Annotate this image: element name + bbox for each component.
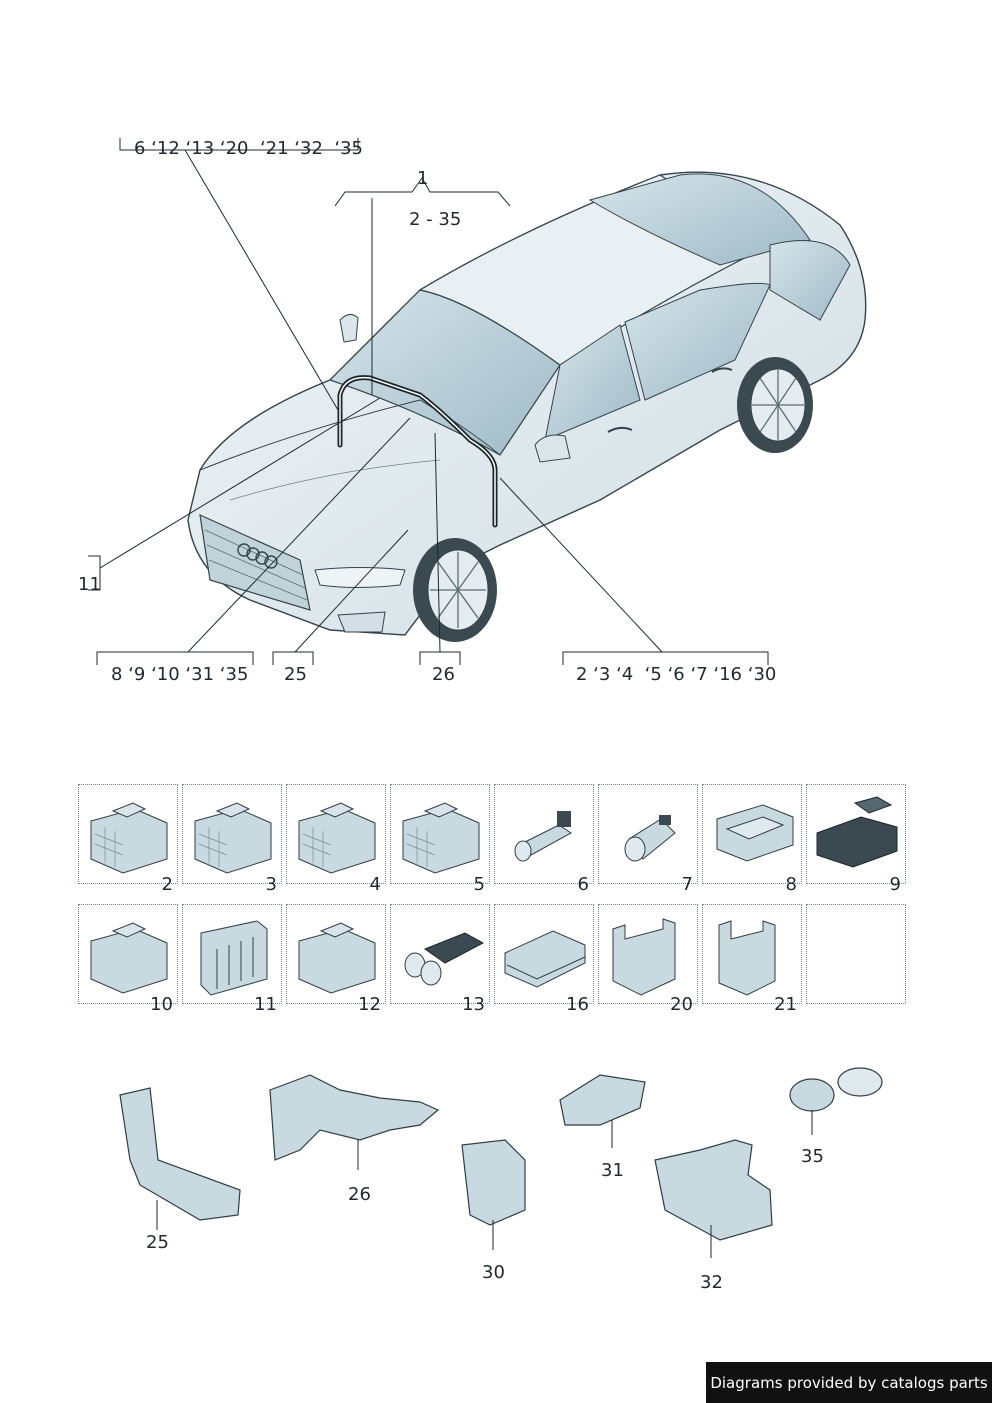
fog-light [337, 611, 386, 633]
door-handle-front [607, 426, 633, 433]
socket-connector-icon [624, 815, 676, 862]
part-label-32: 32 [700, 1272, 723, 1293]
attribution-badge: Diagrams provided by catalogs parts [706, 1362, 992, 1403]
pin-header-icon [200, 920, 268, 996]
callout-bottom-c: 26 [432, 664, 455, 685]
part-label-31: 31 [601, 1160, 624, 1181]
part-cell[interactable]: 13 [390, 904, 490, 1015]
part-cell[interactable]: 16 [494, 904, 594, 1015]
car-illustration [88, 138, 867, 665]
part-cell-empty [806, 904, 906, 1004]
part-number: 8 [785, 874, 797, 895]
part-cell[interactable]: 8 [702, 784, 802, 895]
logo-rings [237, 543, 278, 569]
rear-glass [769, 240, 851, 321]
callout-bottom-b: 25 [284, 664, 307, 685]
part-cell[interactable]: 7 [598, 784, 698, 895]
plug-connector-icon [514, 811, 572, 862]
part-cell[interactable]: 5 [390, 784, 490, 895]
part-cell[interactable]: 12 [286, 904, 386, 1015]
part-cell[interactable]: 20 [598, 904, 698, 1015]
hood-line [199, 399, 501, 471]
part-cell[interactable]: 9 [806, 784, 906, 895]
part-number: 4 [369, 874, 381, 895]
part-cell[interactable]: 11 [182, 904, 282, 1015]
bracket-31 [559, 1074, 646, 1148]
part-number: 12 [358, 994, 381, 1015]
side-window-rear [624, 282, 771, 401]
part-number: 6 [577, 874, 589, 895]
grille [199, 513, 311, 611]
callout-top-group: 6 ‘12 ‘13 ‘20 ‘21 ‘32 ‘35 [134, 138, 363, 159]
flat-connector-icon [504, 930, 586, 988]
part-number: 2 [161, 874, 173, 895]
holder-30 [461, 1139, 526, 1250]
part-label-35: 35 [801, 1146, 824, 1167]
rear-wheel [737, 357, 813, 453]
part-number: 13 [462, 994, 485, 1015]
part-label-25: 25 [146, 1232, 169, 1253]
sunroof [588, 173, 811, 266]
connector-block-icon [298, 802, 376, 874]
headlight [314, 567, 406, 588]
part-number: 10 [150, 994, 173, 1015]
part-number: 9 [889, 874, 901, 895]
callout-main-range: 2 - 35 [409, 209, 462, 230]
callout-main-number: 1 [417, 168, 429, 189]
connector-block-icon [402, 802, 480, 874]
housing-connector-icon [716, 804, 794, 862]
door-handle-rear [711, 367, 733, 373]
part-number: 16 [566, 994, 589, 1015]
connector-block-icon [90, 802, 168, 874]
part-cell[interactable]: 2 [78, 784, 178, 895]
callout-bottom-d: 2 ‘3 ‘4 ‘5 ‘6 ‘7 ‘16 ‘30 [576, 664, 777, 685]
double-plug-icon [404, 932, 485, 986]
part-number: 21 [774, 994, 797, 1015]
part-cell[interactable]: 10 [78, 904, 178, 1015]
hood-crease [229, 459, 441, 501]
clip-35 [789, 1067, 883, 1135]
part-number: 7 [681, 874, 693, 895]
grille-bars [204, 529, 308, 601]
part-cell[interactable]: 6 [494, 784, 594, 895]
part-number: 5 [473, 874, 485, 895]
part-cell[interactable]: 21 [702, 904, 802, 1015]
side-mirror [534, 434, 571, 463]
holder-26 [269, 1074, 440, 1170]
part-cell[interactable]: 4 [286, 784, 386, 895]
connector-block-icon [90, 922, 168, 994]
part-number: 3 [265, 874, 277, 895]
front-wheel [413, 538, 497, 642]
part-number: 11 [254, 994, 277, 1015]
dark-connector-icon [816, 796, 898, 868]
part-cell[interactable]: 3 [182, 784, 282, 895]
callout-11: 11 [78, 574, 101, 595]
callout-bottom-a: 8 ‘9 ‘10 ‘31 ‘35 [111, 664, 249, 685]
housing-32 [654, 1139, 773, 1258]
side-mirror-left [339, 314, 359, 343]
relay-carrier-icon [612, 918, 676, 996]
connector-block-icon [194, 802, 272, 874]
relay-carrier-small-icon [718, 920, 776, 996]
part-label-30: 30 [482, 1262, 505, 1283]
side-window-front [544, 324, 641, 441]
bracket-25 [119, 1087, 241, 1230]
connector-block-icon [298, 922, 376, 994]
leader-lines [88, 138, 769, 665]
part-label-26: 26 [348, 1184, 371, 1205]
part-number: 20 [670, 994, 693, 1015]
